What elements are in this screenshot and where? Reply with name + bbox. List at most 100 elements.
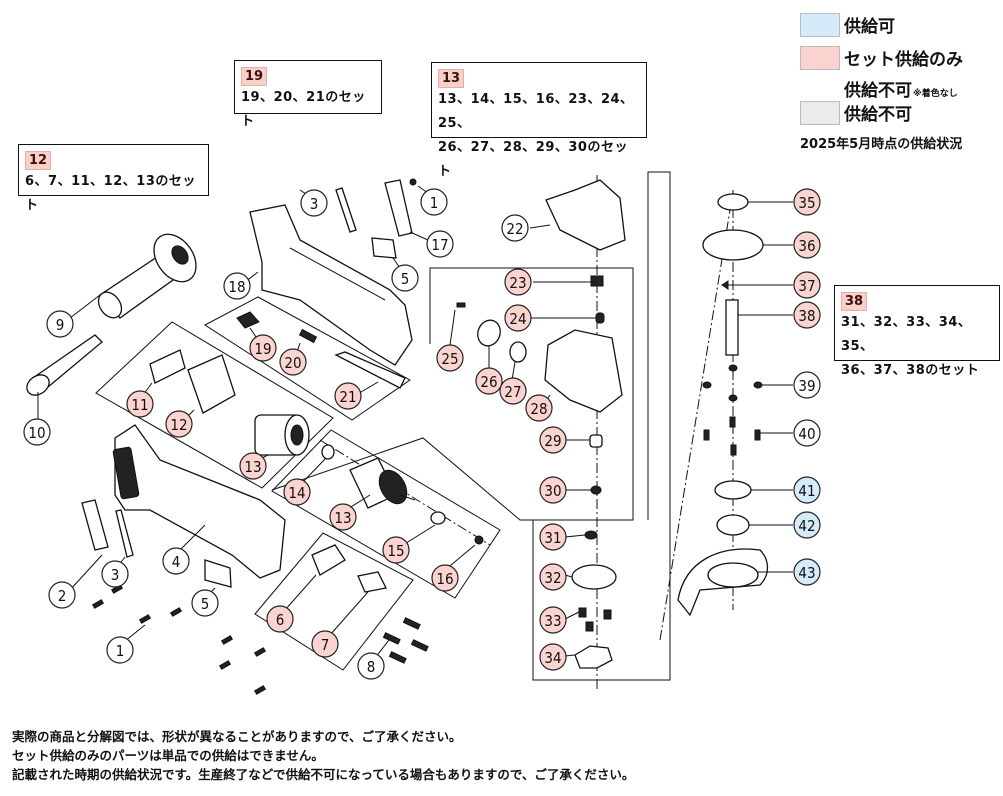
- part-8-screws: [382, 617, 429, 664]
- callout-number: 35: [798, 194, 815, 212]
- part-22-cover: [545, 179, 626, 251]
- callout-part-39: 39: [793, 371, 821, 399]
- legend-item-unavailable: 供給不可: [800, 100, 912, 125]
- set-box-badge: 19: [241, 67, 268, 86]
- legend-item-unavailable-uncolored: 供給不可 ※着色なし: [844, 76, 958, 101]
- callout-circle: [279, 348, 307, 376]
- callout-number: 32: [544, 569, 561, 587]
- callout-part-3: 3: [101, 560, 129, 588]
- callout-number: 1: [116, 642, 125, 660]
- callout-circle: [539, 426, 567, 454]
- callout-circle: [106, 636, 134, 664]
- callout-circle: [382, 536, 410, 564]
- part-28-gearcase: [544, 329, 623, 413]
- part-16-nut: [474, 535, 484, 545]
- callout-circle: [48, 581, 76, 609]
- callout-part-33: 33: [539, 606, 567, 634]
- legend-swatch-available: [800, 12, 840, 37]
- callout-number: 22: [506, 220, 523, 238]
- callout-circle: [300, 189, 328, 217]
- callout-circle: [793, 476, 821, 504]
- callout-circle: [162, 547, 190, 575]
- callout-circle: [101, 560, 129, 588]
- part-29-bushing: [589, 434, 603, 448]
- part-7-switch: [357, 571, 387, 593]
- part-5-plate-lower: [204, 559, 232, 588]
- part-17-cover: [384, 179, 413, 237]
- group-spindle-31-34: [532, 171, 671, 681]
- callout-number: 12: [170, 416, 187, 434]
- footnote: 実際の商品と分解図では、形状が異なることがありますので、ご了承ください。: [12, 729, 462, 744]
- legend-label: 供給可: [844, 17, 895, 37]
- part-6-switch: [311, 544, 346, 576]
- callout-part-5: 5: [191, 589, 219, 617]
- callout-part-30: 30: [539, 476, 567, 504]
- callout-part-29: 29: [539, 426, 567, 454]
- set-box-badge: 12: [25, 151, 52, 170]
- callout-part-13: 13: [239, 452, 267, 480]
- callout-circle: [793, 271, 821, 299]
- part-14-bearing: [321, 444, 335, 460]
- legend-note: ※着色なし: [913, 89, 958, 99]
- callout-circle: [311, 630, 339, 658]
- callout-part-19: 19: [249, 334, 277, 362]
- part-34-plate: [574, 645, 613, 669]
- callout-number: 5: [401, 270, 410, 288]
- callout-circle: [793, 231, 821, 259]
- legend-as-of-date: 2025年5月時点の供給状況: [800, 137, 963, 152]
- callout-number: 9: [56, 316, 65, 334]
- group-gearbox-23-30: [271, 267, 634, 521]
- callout-circle: [793, 558, 821, 586]
- part-5-plate: [371, 237, 397, 259]
- callout-part-17: 17: [426, 230, 454, 258]
- part-15-bearing: [430, 511, 446, 525]
- callout-circle: [501, 214, 529, 242]
- callout-circle: [431, 564, 459, 592]
- group-armature-14-16: [271, 429, 501, 599]
- part-37-key: [721, 280, 729, 290]
- callout-number: 28: [530, 400, 547, 418]
- callout-part-3: 3: [300, 189, 328, 217]
- callout-part-9: 9: [46, 310, 74, 338]
- callout-part-43: 43: [793, 558, 821, 586]
- callout-number: 37: [798, 277, 815, 295]
- callout-number: 27: [504, 383, 521, 401]
- callout-circle: [420, 188, 448, 216]
- callout-circle: [391, 264, 419, 292]
- callout-number: 6: [276, 611, 285, 629]
- callout-number: 31: [544, 529, 561, 547]
- part-1-screw: [409, 178, 417, 186]
- callout-number: 11: [131, 396, 148, 414]
- part-13-stator: [254, 414, 310, 456]
- callout-number: 15: [387, 542, 404, 560]
- group-stator-11-13: [95, 321, 334, 489]
- callout-circle: [126, 390, 154, 418]
- callout-circle: [46, 310, 74, 338]
- callout-circle: [504, 304, 532, 332]
- callout-circle: [499, 377, 527, 405]
- set-box-description: 13、14、15、16、23、24、25、 26、27、28、29、30のセット: [438, 92, 634, 179]
- callout-part-40: 40: [793, 419, 821, 447]
- callout-part-21: 21: [334, 382, 362, 410]
- callout-circle: [23, 418, 51, 446]
- callout-circle: [165, 410, 193, 438]
- callout-circle: [223, 272, 251, 300]
- axis-link: [659, 209, 731, 641]
- callout-part-23: 23: [504, 268, 532, 296]
- part-38-spindle: [725, 299, 739, 356]
- callout-part-36: 36: [793, 231, 821, 259]
- callout-part-41: 41: [793, 476, 821, 504]
- callout-circle: [191, 589, 219, 617]
- callout-part-28: 28: [525, 394, 553, 422]
- callout-number: 36: [798, 237, 815, 255]
- callout-circle: [525, 394, 553, 422]
- legend-label: 供給不可: [844, 105, 912, 125]
- callout-circle: [793, 188, 821, 216]
- part-36-bearing-cover: [702, 229, 764, 261]
- callout-number: 38: [798, 307, 815, 325]
- set-box-12: 12 6、7、11、12、13のセット: [18, 144, 209, 213]
- callout-part-13: 13: [329, 503, 357, 531]
- callout-part-20: 20: [279, 348, 307, 376]
- set-box-description: 19、20、21のセット: [241, 90, 366, 129]
- callout-circle: [539, 606, 567, 634]
